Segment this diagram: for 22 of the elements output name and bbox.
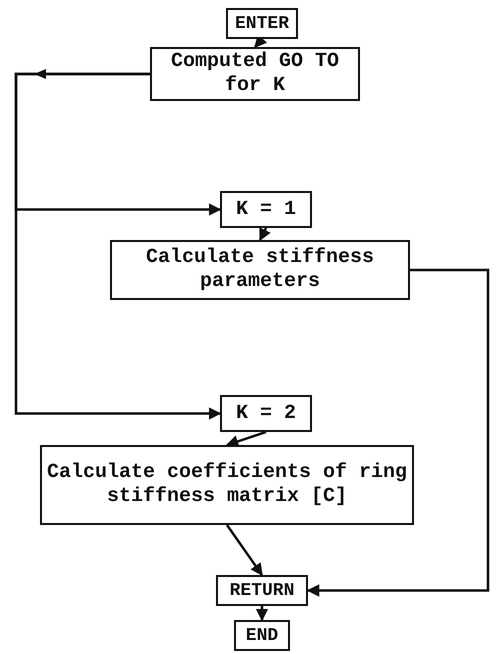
arrow: [306, 268, 490, 597]
box-label: K = 2: [236, 402, 296, 426]
box-label: Calculate stiffness parameters: [144, 246, 376, 294]
process-box: [110, 240, 410, 300]
arrow: [256, 606, 268, 622]
process-box: [220, 395, 312, 432]
process-box: [40, 445, 414, 525]
box-label: ENTER: [234, 12, 289, 36]
process-box: [150, 47, 360, 101]
box-label: RETURN: [230, 580, 294, 602]
process-box: [226, 8, 298, 39]
arrow: [226, 524, 264, 576]
process-box: [220, 191, 312, 228]
arrow: [14, 72, 222, 420]
box-label: Calculate coefficients of ring stiffness matrix [C]: [46, 461, 408, 509]
process-box: [216, 575, 308, 606]
arrow: [226, 430, 266, 448]
arrow: [258, 227, 271, 242]
process-box: [234, 620, 290, 651]
box-label: END: [246, 624, 278, 648]
box-label: K = 1: [236, 198, 296, 222]
box-label: Computed GO TO for K: [170, 50, 340, 98]
